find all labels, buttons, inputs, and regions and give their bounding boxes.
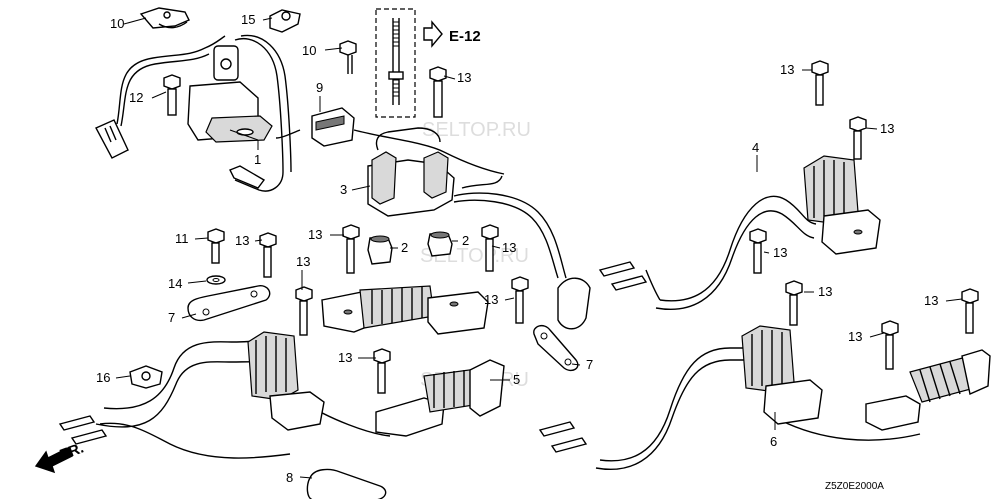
bolt-13-c4: [373, 348, 391, 394]
washer-14: [206, 275, 226, 285]
bolt-11: [163, 74, 181, 116]
leader-lines: [115, 17, 963, 479]
watermark-1: SELTOP.RU: [422, 119, 531, 141]
callout-3: 3: [340, 182, 347, 197]
ignition-module-3: [367, 127, 567, 279]
callout-13-r3: 13: [773, 245, 787, 260]
callout-13-c1: 13: [308, 227, 322, 242]
coil-4: [803, 155, 881, 255]
front-direction-arrow: FR.: [34, 440, 86, 474]
bolt-13-r6: [961, 288, 979, 334]
callout-1: 1: [254, 152, 261, 167]
callout-7-left: 7: [168, 310, 175, 325]
reference-arrow[interactable]: E-12: [423, 20, 481, 48]
clamp-15: [269, 9, 301, 33]
harness-4: [598, 195, 817, 310]
callout-numbers: 10 15 10 12 9 1 13 3 2 2 13 13 11 13 13 …: [96, 12, 938, 485]
bolt-13-r2: [849, 116, 867, 160]
plug-cap-right: [557, 277, 591, 330]
callout-13-r6: 13: [924, 293, 938, 308]
harness-top-left: [95, 34, 292, 192]
callout-7-mid: 7: [586, 357, 593, 372]
callout-12: 13: [457, 70, 471, 85]
callout-8: 9: [316, 80, 323, 95]
coil-5-upper: [321, 285, 489, 335]
plate-7-left: [187, 285, 271, 322]
bolt-13-c1: [342, 224, 360, 274]
grommet-2-left: [367, 235, 393, 265]
callout-13-r4: 13: [818, 284, 832, 299]
grommet-2-right: [427, 231, 453, 257]
harness-6: [538, 347, 921, 470]
diagram-code: Z5Z0E2000A: [825, 481, 884, 492]
callout-13-c4: 13: [338, 350, 352, 365]
bolt-13-r5: [881, 320, 899, 370]
callout-13-r5: 13: [848, 329, 862, 344]
callout-13-c2: 13: [502, 240, 516, 255]
callout-13-c3: 13: [484, 292, 498, 307]
coil-8: [275, 107, 505, 175]
clip-9: [139, 7, 190, 29]
coil-6-left: [741, 325, 823, 425]
bolt-13-r4: [785, 280, 803, 326]
callout-7-bottom: 8: [286, 470, 293, 485]
callout-13-l2: 13: [296, 254, 310, 269]
callout-14: 14: [168, 276, 182, 291]
plate-7-mid: [533, 324, 579, 372]
coil-6-right: [865, 349, 991, 431]
bolt-13-r1: [811, 60, 829, 106]
callout-15: 15: [241, 12, 255, 27]
bolt-13-r3: [749, 228, 767, 274]
callout-9: 10: [110, 16, 124, 31]
callout-5: 5: [513, 372, 520, 387]
bolt-13-c3: [511, 276, 529, 324]
callout-4: 4: [752, 140, 759, 155]
bolt-13-c2: [481, 224, 499, 272]
callout-13-l1: 13: [235, 233, 249, 248]
coil-bracket-1: [187, 45, 273, 143]
callout-10-left: 11: [175, 231, 189, 246]
callout-16: 16: [96, 370, 110, 385]
stud-detail-box: [375, 8, 416, 118]
callout-13-r1: 13: [780, 62, 794, 77]
callout-10-top: 10: [302, 43, 316, 58]
bolt-10-left: [207, 228, 225, 264]
spark-plug-lead: [229, 165, 266, 189]
bolt-10-top: [339, 40, 357, 74]
callout-11: 12: [129, 90, 143, 105]
bolt-13-l1: [259, 232, 277, 278]
clip-16: [129, 365, 163, 389]
callout-6: 6: [770, 434, 777, 449]
callout-13-r2: 13: [880, 121, 894, 136]
coil-5-lower: [299, 359, 505, 437]
plate-7-bottom: [306, 468, 387, 499]
callout-2-right: 2: [462, 233, 469, 248]
bolt-12: [429, 66, 447, 118]
coil-left-assembly: [58, 331, 325, 459]
bolt-13-l2: [295, 286, 313, 336]
stud-bolt: [388, 18, 404, 105]
reference-label: E-12: [449, 28, 481, 45]
callout-2-left: 2: [401, 240, 408, 255]
